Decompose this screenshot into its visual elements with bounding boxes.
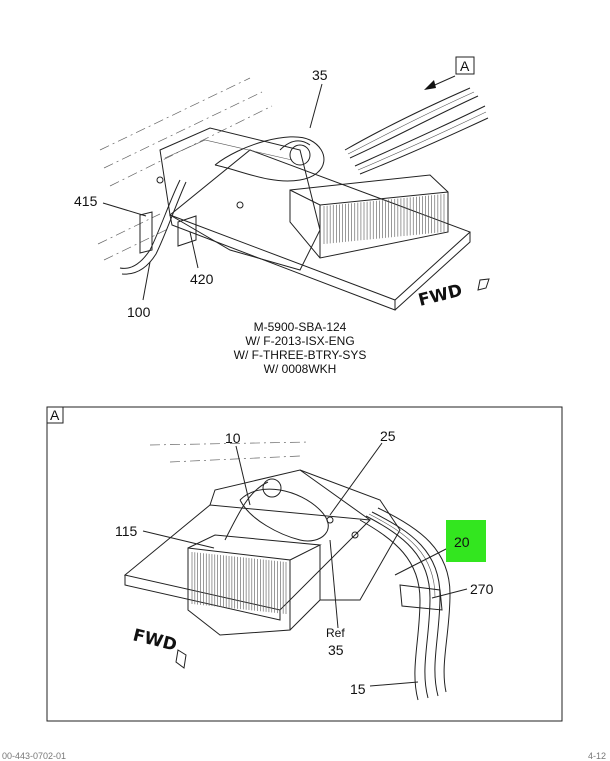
battery-detail — [187, 534, 322, 636]
highlight-callout-20 — [446, 520, 486, 562]
callout-270: 270 — [470, 581, 494, 597]
view-a-callout-letter: A — [460, 58, 470, 74]
callout-20: 20 — [454, 534, 470, 550]
detail-frame — [46, 406, 563, 722]
callout-15: 15 — [350, 681, 366, 697]
caption-line-4: W/ 0008WKH — [264, 362, 337, 376]
fwd-label-detail: FWD — [131, 625, 179, 655]
view-a-callout-box — [455, 56, 475, 75]
footer-right: 4-12 — [588, 751, 606, 761]
battery-top — [289, 174, 449, 259]
fwd-label-top: FWD — [416, 281, 464, 311]
callout-ref-35: 35 — [328, 642, 344, 658]
callout-415: 415 — [74, 193, 98, 209]
callout-ref-label: Ref — [326, 626, 345, 640]
view-arrow — [424, 80, 436, 90]
callout-25: 25 — [380, 428, 396, 444]
fwd-arrow-detail — [175, 649, 187, 669]
cable-bundle-top — [344, 87, 489, 175]
callout-10: 10 — [225, 430, 241, 446]
detail-frame-label-box — [46, 406, 64, 424]
footer-left: 00-443-0702-01 — [2, 751, 66, 761]
callout-115: 115 — [115, 523, 138, 539]
cable-bundle-detail — [359, 507, 451, 701]
callout-35-top: 35 — [312, 67, 328, 83]
top-view — [97, 75, 489, 311]
detail-view — [123, 441, 468, 701]
caption-line-1: M-5900-SBA-124 — [254, 320, 347, 334]
harness-top — [214, 136, 325, 182]
caption: M-5900-SBA-124 W/ F-2013-ISX-ENG W/ F-TH… — [234, 320, 367, 376]
caption-line-2: W/ F-2013-ISX-ENG — [245, 334, 354, 348]
harness-detail — [239, 488, 329, 542]
callout-100: 100 — [127, 304, 151, 320]
bracket-415 — [139, 211, 153, 254]
caption-line-3: W/ F-THREE-BTRY-SYS — [234, 348, 367, 362]
fwd-arrow-top — [477, 278, 490, 291]
detail-frame-label: A — [50, 407, 60, 423]
callout-420: 420 — [190, 271, 214, 287]
